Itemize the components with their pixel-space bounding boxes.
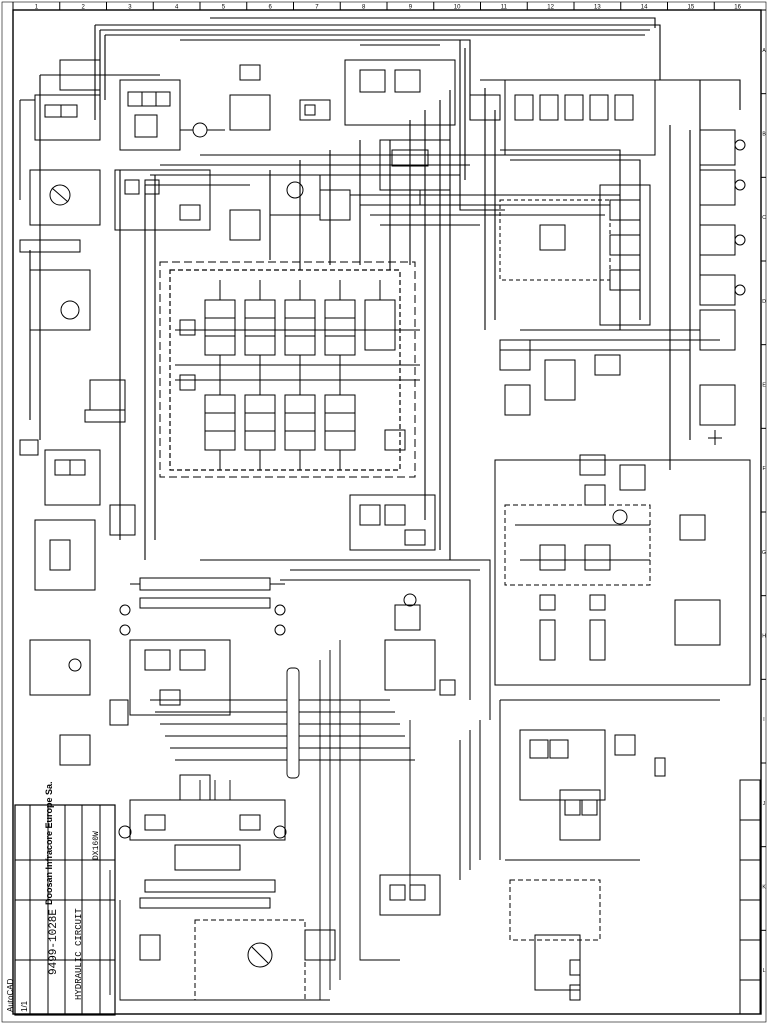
rear-axle-cylinders xyxy=(118,774,336,1001)
zone-letter: A xyxy=(762,48,766,54)
zone-number: 12 xyxy=(547,5,554,11)
zone-number: 16 xyxy=(734,5,741,11)
title-block-software: AutoCAD xyxy=(6,978,15,1012)
zone-number: 15 xyxy=(688,5,695,11)
zone-letter: J xyxy=(763,801,766,807)
zone-number: 3 xyxy=(128,5,132,11)
zone-letter: G xyxy=(762,550,766,556)
zone-number: 2 xyxy=(81,5,85,11)
zone-letter: C xyxy=(762,215,766,221)
zone-number: 8 xyxy=(362,5,366,11)
zone-letter: I xyxy=(763,717,764,723)
title-block-model: DX160W xyxy=(92,831,101,860)
zone-letter: L xyxy=(763,968,766,974)
top-left-valve-group xyxy=(19,59,456,205)
title-block-company: Doosan Infracore Europe Sa. xyxy=(44,781,54,905)
zone-number: 6 xyxy=(268,5,272,11)
zone-number: 5 xyxy=(222,5,226,11)
front-axle-cylinders xyxy=(119,577,286,716)
right-solenoid-manifold xyxy=(469,79,746,445)
zone-letter: H xyxy=(762,634,766,640)
left-auxiliary-valves xyxy=(19,439,136,766)
title-block-drawing-number: 9499-1028E xyxy=(48,908,60,975)
title-block-drawing-title: HYDRAULIC CIRCUIT xyxy=(74,908,84,1000)
zone-number: 11 xyxy=(501,5,508,11)
zone-number: 9 xyxy=(409,5,413,11)
title-block-sheet: 1/1 xyxy=(20,1000,29,1012)
right-steering-brake-block xyxy=(494,454,751,686)
left-pump-group xyxy=(19,169,351,423)
center-pilot-valves xyxy=(200,494,491,720)
zone-number: 13 xyxy=(594,5,601,11)
zone-number: 1 xyxy=(35,5,39,11)
zone-number: 4 xyxy=(175,5,179,11)
zone-number: 10 xyxy=(454,5,461,11)
main-control-valve xyxy=(159,261,420,478)
right-zone-ruler: A B C D E F G H I J K L xyxy=(761,9,766,974)
zone-letter: E xyxy=(762,383,766,389)
zone-letter: K xyxy=(762,885,766,891)
lower-right-valve-stack xyxy=(379,699,720,1001)
zone-number: 7 xyxy=(315,5,319,11)
central-pipe-harness xyxy=(109,640,415,1001)
title-block xyxy=(14,779,761,1016)
zone-letter: D xyxy=(762,299,766,305)
sheet-border xyxy=(12,9,762,1015)
zone-number: 14 xyxy=(641,5,648,11)
zone-letter: F xyxy=(762,466,765,472)
zone-letter: B xyxy=(762,132,766,138)
